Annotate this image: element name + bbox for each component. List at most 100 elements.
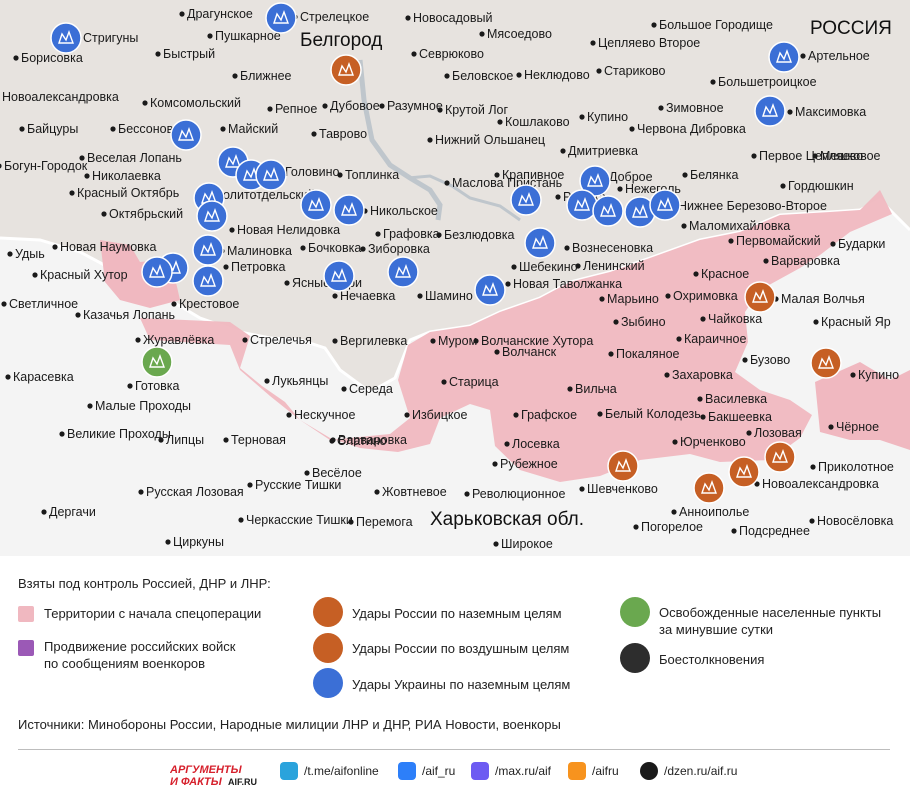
max-text: /max.ru/aif [495, 764, 552, 778]
settlement-dot [742, 357, 748, 363]
settlement-dot [374, 489, 380, 495]
settlement-label: Кошлаково [505, 115, 570, 129]
settlement-dot [830, 241, 836, 247]
settlement-label: Нескучное [294, 408, 355, 422]
settlement-dot [464, 491, 470, 497]
max-icon [471, 762, 489, 780]
settlement-dot [223, 437, 229, 443]
vk-icon [398, 762, 416, 780]
settlement-label: Новая Наумовка [60, 240, 157, 254]
settlement-dot [1, 301, 7, 307]
settlement-dot [810, 464, 816, 470]
settlement-label: Белый Колодезь [605, 407, 701, 421]
settlement-dot [479, 31, 485, 37]
settlement-dot [207, 33, 213, 39]
footer-ok-link[interactable]: /aifru [568, 762, 619, 780]
settlement-dot [165, 539, 171, 545]
settlement-dot [69, 190, 75, 196]
settlement-label: Лозовая [754, 426, 802, 440]
settlement-label: Красное [701, 267, 749, 281]
settlement-dot [304, 470, 310, 476]
settlement-label: Мясоедово [487, 27, 552, 41]
settlement-label: Красный Хутор [40, 268, 128, 282]
settlement-label: Бочковка [308, 241, 361, 255]
dzen-icon [640, 762, 658, 780]
settlement-label: Большетроицкое [718, 75, 817, 89]
legend-strike-ru-air: Удары России по воздушным целям [352, 641, 570, 656]
settlement-label: Николаевка [92, 169, 161, 183]
settlement-label: Комсомольский [150, 96, 241, 110]
settlement-label: Вильча [575, 382, 617, 396]
settlement-label: Графовка [383, 227, 440, 241]
settlement-label: Приколотное [818, 460, 894, 474]
settlement-label: Новоалександровка [762, 477, 879, 491]
settlement-dot [700, 414, 706, 420]
footer-vk-link[interactable]: /aif_ru [398, 762, 455, 780]
settlement-dot [232, 73, 238, 79]
strike-ukraine-ground-icon [313, 668, 343, 698]
ukraine-strike-icon [592, 195, 624, 227]
settlement-label: Бударки [838, 237, 885, 251]
settlement-dot [800, 53, 806, 59]
footer-max-link[interactable]: /max.ru/aif [471, 762, 551, 780]
settlement-dot [579, 486, 585, 492]
settlement-dot [286, 412, 292, 418]
aif-logo[interactable]: АРГУМЕНТЫ И ФАКТЫ AIF.RU [170, 762, 268, 788]
settlement-label: Севрюково [419, 47, 484, 61]
settlement-dot [430, 338, 436, 344]
settlement-label: Головино [285, 165, 340, 179]
settlement-dot [32, 272, 38, 278]
ukraine-strike-icon [510, 184, 542, 216]
settlement-label: Шебекино [519, 260, 578, 274]
settlement-dot [444, 180, 450, 186]
settlement-dot [427, 137, 433, 143]
settlement-dot [555, 194, 561, 200]
settlement-label: Купино [858, 368, 899, 382]
settlement-label: Борисовка [21, 51, 83, 65]
settlement-dot [110, 126, 116, 132]
settlement-label: Быстрый [163, 47, 215, 61]
settlement-label: Неклюдово [524, 68, 590, 82]
settlement-dot [348, 519, 354, 525]
settlement-label: Цепляево Второе [598, 36, 700, 50]
strike-russia-ground-icon [313, 597, 343, 627]
settlement-label: Журавлёвка [143, 333, 214, 347]
settlement-label: Купино [587, 110, 628, 124]
ukraine-strike-icon [265, 2, 297, 34]
settlement-dot [731, 528, 737, 534]
ukraine-strike-icon [255, 159, 287, 191]
settlement-dot [651, 22, 657, 28]
settlement-dot [676, 336, 682, 342]
russia-strike-icon [744, 281, 776, 313]
settlement-label: Русские Тишки [255, 478, 341, 492]
settlement-label: Безлюдовка [444, 228, 514, 242]
legend-clashes: Боестолкновения [659, 652, 765, 667]
settlement-dot [142, 100, 148, 106]
settlement-dot [564, 245, 570, 251]
settlement-dot [264, 378, 270, 384]
map-markers [50, 2, 842, 504]
settlement-dot [360, 246, 366, 252]
settlement-dot [332, 338, 338, 344]
region-label-kharkiv: Харьковская обл. [430, 509, 584, 530]
footer-dzen-link[interactable]: /dzen.ru/aif.ru [640, 762, 737, 780]
settlement-dot [617, 186, 623, 192]
settlement-dot [513, 412, 519, 418]
settlement-label: Крутой Лог [445, 103, 508, 117]
settlement-dot [171, 301, 177, 307]
settlement-label: Казачья Лопань [83, 308, 175, 322]
settlement-dot [41, 509, 47, 515]
settlement-dot [13, 55, 19, 61]
settlement-label: Старица [449, 375, 499, 389]
settlement-dot [300, 245, 306, 251]
settlement-dot [7, 251, 13, 257]
footer-telegram-link[interactable]: /t.me/aifonline [280, 762, 379, 780]
settlement-dot [238, 517, 244, 523]
controlled-zone-main [140, 190, 892, 482]
legend-advance-line2: по сообщениям военкоров [44, 656, 206, 671]
telegram-text: /t.me/aifonline [304, 764, 379, 778]
settlement-dot [681, 223, 687, 229]
ukraine-strike-icon [474, 274, 506, 306]
ukraine-strike-icon [579, 165, 611, 197]
controlled-zone-west [100, 240, 180, 308]
